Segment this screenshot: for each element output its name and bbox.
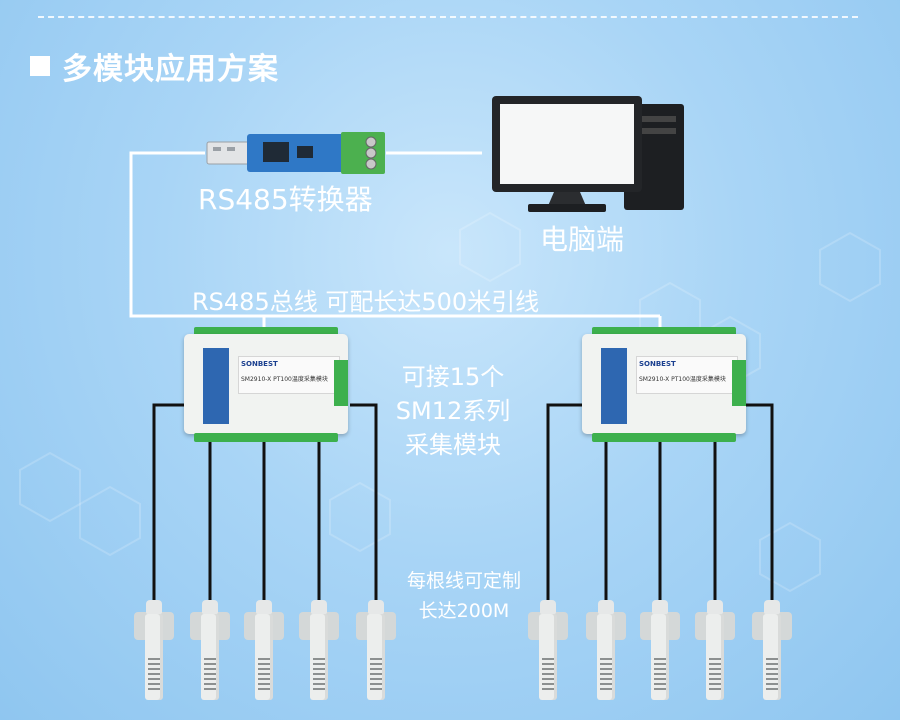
acquisition-module-right: SONBEST SM2910-X PT100温度采集模块 xyxy=(582,327,746,442)
temperature-probe xyxy=(640,600,680,700)
temperature-probe xyxy=(528,600,568,700)
bus-label: RS485总线 可配长达500米引线 xyxy=(192,288,540,316)
terminal-block xyxy=(592,433,736,442)
title-bullet xyxy=(30,56,50,76)
modules-note: 可接15个 SM12系列 采集模块 xyxy=(378,360,528,462)
section-header: 多模块应用方案 xyxy=(30,44,279,88)
terminal-block xyxy=(194,433,338,442)
cable-note-line: 长达200M xyxy=(418,600,510,622)
cable-note: 每根线可定制 长达200M xyxy=(374,566,554,626)
temperature-probe xyxy=(586,600,626,700)
cable-note-line: 每根线可定制 xyxy=(406,570,521,592)
rs485-converter-device xyxy=(206,132,385,174)
temperature-probe xyxy=(244,600,284,700)
module-brand: SONBEST xyxy=(241,360,278,368)
converter-label: RS485转换器 xyxy=(198,183,373,216)
terminal-block xyxy=(592,327,736,336)
acquisition-module-left: SONBEST SM2910-X PT100温度采集模块 xyxy=(184,327,348,442)
page-title: 多模块应用方案 xyxy=(62,52,279,87)
top-dashed-divider xyxy=(38,16,858,18)
terminal-block xyxy=(194,327,338,336)
temperature-probe xyxy=(299,600,339,700)
temperature-probe xyxy=(752,600,792,700)
temperature-probe xyxy=(134,600,174,700)
modules-note-line: 可接15个 xyxy=(401,363,505,391)
temperature-probe xyxy=(695,600,735,700)
module-brand: SONBEST xyxy=(639,360,676,368)
modules-note-line: SM12系列 xyxy=(395,397,511,425)
module-model: SM2910-X PT100温度采集模块 xyxy=(241,376,328,383)
module-model: SM2910-X PT100温度采集模块 xyxy=(639,376,726,383)
modules-note-line: 采集模块 xyxy=(405,431,501,459)
computer-label: 电脑端 xyxy=(540,223,625,256)
computer-icon xyxy=(492,96,684,212)
temperature-probe xyxy=(356,600,396,700)
temperature-probe xyxy=(190,600,230,700)
